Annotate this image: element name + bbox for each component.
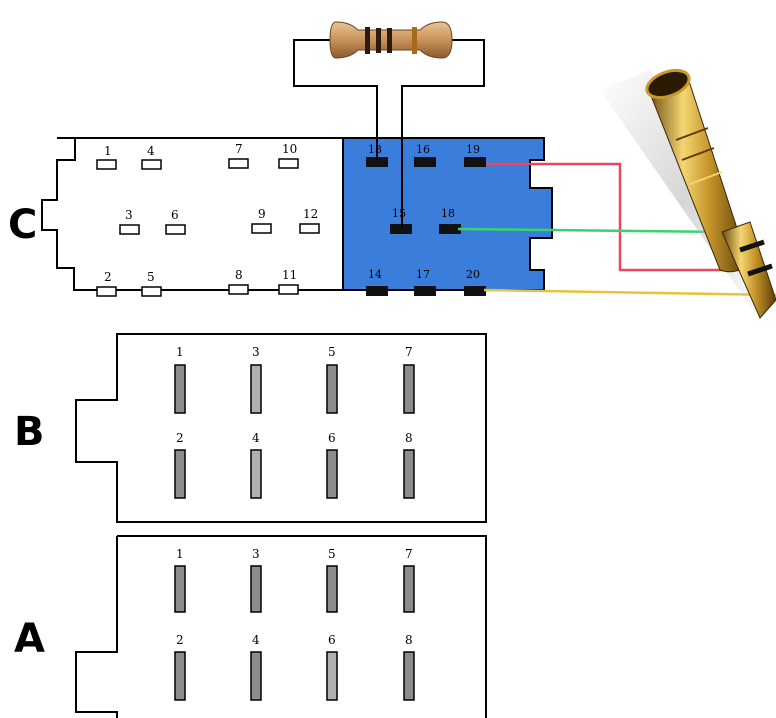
pin-label: 20 (466, 268, 480, 281)
pin-slot (414, 157, 436, 167)
pin-label: 4 (252, 431, 260, 445)
pin-slot (174, 565, 186, 613)
pin-label: 7 (405, 547, 413, 561)
pin-label: 1 (104, 144, 112, 158)
pin-label: 14 (368, 268, 382, 281)
red-wire (486, 162, 748, 272)
pin-slot (464, 286, 486, 296)
connector-b (75, 333, 487, 523)
yellow-wire (483, 288, 776, 297)
resistor-wire-left (293, 39, 378, 160)
pin-slot (174, 449, 186, 499)
pin-slot (250, 364, 262, 414)
pin-slot (403, 449, 415, 499)
pin-label: 2 (176, 633, 184, 647)
pin-slot (403, 565, 415, 613)
connector-a-pins: 1 3 5 7 2 4 6 8 (174, 547, 415, 701)
pin-slot (464, 157, 486, 167)
resistor-icon (329, 21, 453, 59)
pin-label: 7 (405, 345, 413, 359)
pin-label: 15 (392, 207, 406, 220)
pin-label: 1 (176, 345, 184, 359)
pin-label: 12 (303, 207, 318, 221)
pin-slot (278, 284, 299, 295)
green-wire (457, 227, 731, 234)
pin-label: 10 (282, 142, 297, 156)
connector-a-label: A (14, 616, 45, 662)
pin-label: 4 (252, 633, 260, 647)
pin-slot (250, 449, 262, 499)
pin-slot (278, 158, 299, 169)
pin-label: 2 (104, 270, 112, 284)
pin-slot (174, 364, 186, 414)
pin-slot (326, 565, 338, 613)
pin-label: 8 (235, 268, 243, 282)
pin-slot (326, 651, 338, 701)
pin-label: 3 (252, 345, 260, 359)
pin-label: 18 (441, 207, 455, 220)
signal-wires (457, 162, 776, 297)
connector-b-pins: 1 3 5 7 2 4 6 8 (174, 345, 415, 499)
pin-slot (326, 449, 338, 499)
pin-slot (96, 159, 117, 170)
pin-label: 8 (405, 633, 413, 647)
resistor-loop-wire (293, 39, 485, 228)
pin-slot (165, 224, 186, 235)
pin-label: 17 (416, 268, 430, 281)
pin-slot (366, 157, 388, 167)
pin-label: 4 (147, 144, 155, 158)
connector-c-label: C (8, 202, 37, 248)
connector-a-housing (75, 535, 487, 718)
pin-slot (250, 651, 262, 701)
pin-label: 7 (235, 142, 243, 156)
pin-slot (141, 286, 162, 297)
pin-slot (228, 284, 249, 295)
pin-label: 8 (405, 431, 413, 445)
pin-label: 13 (368, 143, 382, 156)
pin-label: 19 (466, 143, 480, 156)
pin-label: 3 (252, 547, 260, 561)
pin-label: 11 (282, 268, 297, 282)
pin-slot (403, 651, 415, 701)
pin-label: 5 (328, 345, 336, 359)
connector-c-white-pins: 1 4 7 10 3 6 9 12 2 5 8 11 (96, 142, 320, 297)
pin-label: 1 (176, 547, 184, 561)
pin-slot (119, 224, 140, 235)
pin-slot (174, 651, 186, 701)
pin-label: 6 (171, 208, 179, 222)
pin-slot (299, 223, 320, 234)
connector-a (75, 535, 487, 718)
pin-slot (228, 158, 249, 169)
pin-label: 5 (328, 547, 336, 561)
pin-label: 6 (328, 431, 336, 445)
pin-label: 2 (176, 431, 184, 445)
connector-b-label: B (14, 409, 45, 455)
pin-label: 6 (328, 633, 336, 647)
pin-label: 5 (147, 270, 155, 284)
pin-label: 9 (258, 207, 266, 221)
audio-jack-icon (600, 68, 776, 320)
pin-label: 16 (416, 143, 430, 156)
resistor-wire-right (401, 39, 485, 228)
pin-slot (141, 159, 162, 170)
pin-slot (414, 286, 436, 296)
pin-slot (96, 286, 117, 297)
pin-slot (326, 364, 338, 414)
pin-slot (366, 286, 388, 296)
pin-slot (403, 364, 415, 414)
pin-label: 3 (125, 208, 133, 222)
pin-slot (390, 224, 412, 234)
pin-slot (250, 565, 262, 613)
pin-slot (251, 223, 272, 234)
connector-b-housing (75, 333, 487, 523)
pin-slot (439, 224, 461, 234)
